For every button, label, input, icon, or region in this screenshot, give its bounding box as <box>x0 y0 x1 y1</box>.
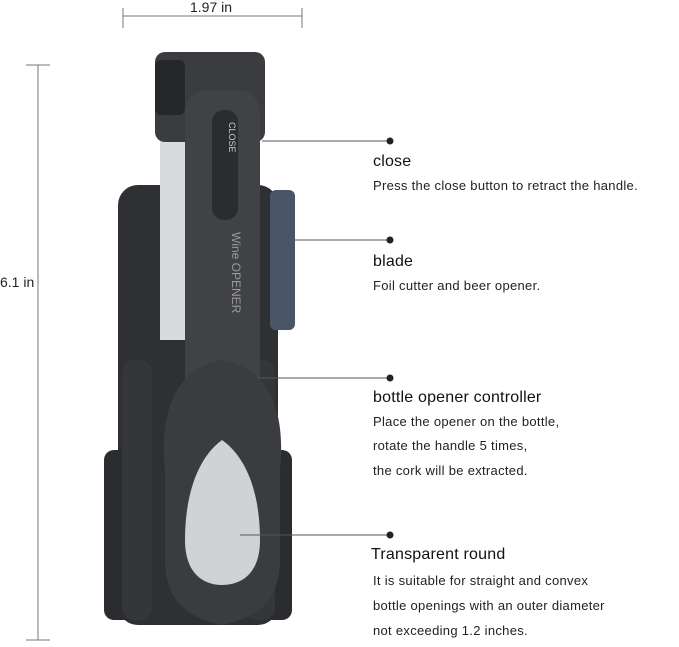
callout-desc-close: Press the close button to retract the ha… <box>373 178 638 193</box>
leader-dot-close <box>386 137 394 145</box>
wine-opener-device: CLOSE Wine OPENER <box>104 52 295 625</box>
width-label: 1.97 in <box>188 0 235 15</box>
leader-dot-transparent <box>386 531 394 539</box>
callout-desc-transparent-3: not exceeding 1.2 inches. <box>373 623 528 638</box>
leader-dot-blade <box>386 236 394 244</box>
close-button <box>212 110 238 220</box>
callout-title-close: close <box>373 153 412 170</box>
callout-desc-transparent-1: It is suitable for straight and convex <box>373 573 589 588</box>
body-lettering: Wine OPENER <box>229 232 243 314</box>
leader-dot-controller <box>386 374 394 382</box>
callout-desc-controller-2: rotate the handle 5 times, <box>373 438 528 453</box>
callout-title-controller: bottle opener controller <box>373 389 542 406</box>
callout-desc-blade: Foil cutter and beer opener. <box>373 278 541 293</box>
callout-desc-controller-3: the cork will be extracted. <box>373 463 528 478</box>
height-dimension <box>26 64 50 641</box>
close-button-lettering: CLOSE <box>227 122 237 153</box>
callout-title-blade: blade <box>373 253 414 270</box>
callout-desc-controller-1: Place the opener on the bottle, <box>373 414 560 429</box>
height-label: 6.1 in <box>0 273 35 291</box>
callout-desc-transparent-2: bottle openings with an outer diameter <box>373 598 605 613</box>
width-dimension <box>122 8 303 28</box>
callout-title-transparent: Transparent round <box>371 546 506 563</box>
